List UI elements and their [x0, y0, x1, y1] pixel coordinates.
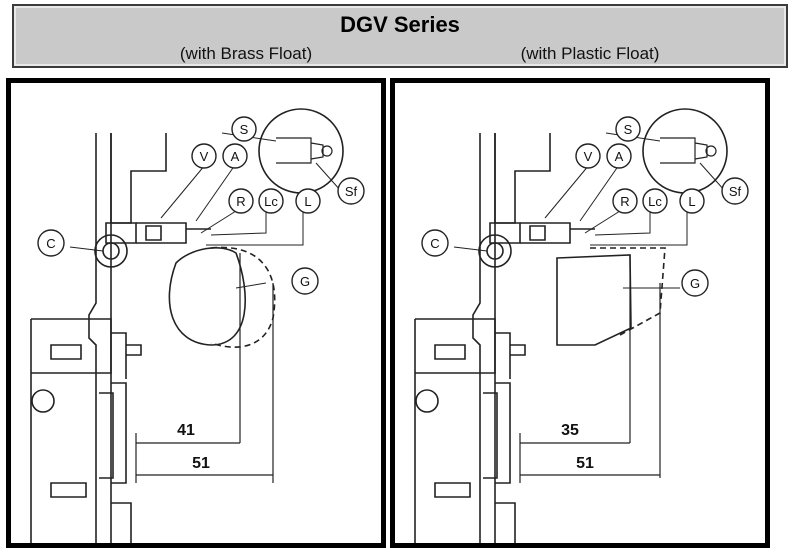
brass-float-diagram-panel: S V A R Lc L Sf C G 41 51 [6, 78, 386, 548]
label-l: L [688, 194, 695, 209]
plastic-float-diagram: S V A R Lc L Sf C G 35 51 [414, 108, 749, 543]
label-lc: Lc [264, 194, 278, 209]
header-banner: DGV Series (with Brass Float) (with Plas… [12, 4, 788, 68]
dimension-inner: 35 [561, 422, 579, 439]
brass-float-diagram: S V A R Lc L Sf C G 41 51 [30, 108, 365, 543]
plastic-float-diagram-panel: S V A R Lc L Sf C G 35 51 [390, 78, 770, 548]
label-r: R [620, 194, 629, 209]
label-sf: Sf [345, 184, 358, 199]
dimension-inner: 41 [177, 422, 195, 439]
label-l: L [304, 194, 311, 209]
page-title: DGV Series [340, 12, 460, 37]
dimension-outer: 51 [576, 455, 594, 472]
label-v: V [584, 149, 593, 164]
label-c: C [430, 236, 439, 251]
label-lc: Lc [648, 194, 662, 209]
label-s: S [240, 122, 249, 137]
label-sf: Sf [729, 184, 742, 199]
label-a: A [231, 149, 240, 164]
label-s: S [624, 122, 633, 137]
label-g: G [300, 274, 310, 289]
label-c: C [46, 236, 55, 251]
dimension-outer: 51 [192, 455, 210, 472]
label-v: V [200, 149, 209, 164]
label-r: R [236, 194, 245, 209]
plastic-float-caption: (with Plastic Float) [520, 44, 660, 63]
label-a: A [615, 149, 624, 164]
label-g: G [690, 276, 700, 291]
brass-float-caption: (with Brass Float) [179, 44, 313, 63]
